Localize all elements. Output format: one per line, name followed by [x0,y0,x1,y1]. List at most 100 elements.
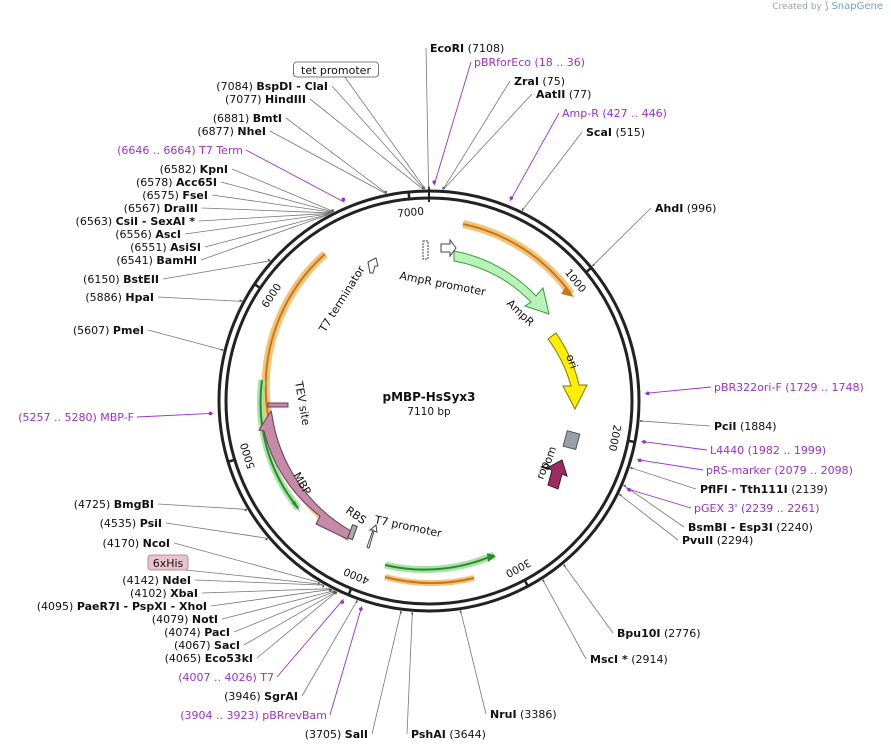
primer-label[interactable]: (4007 .. 4026) T7 [178,671,274,684]
site-label[interactable]: (4079) NotI [152,613,218,626]
site-name: SalI [345,728,368,741]
primer-label[interactable]: pBRforEco (18 .. 36) [474,56,585,69]
leader-line-psii [165,522,268,539]
feature-rbs-box [347,524,358,541]
site-label[interactable]: EcoRI (7108) [430,42,504,55]
primer-label[interactable]: L4440 (1982 .. 1999) [710,444,826,457]
tick-mark-3000 [523,578,530,588]
feature-arc-orange-bottom-core [384,576,475,585]
site-label[interactable]: (6563) CsiI - SexAI * [76,215,196,228]
site-name: HpaI [125,291,154,304]
site-label[interactable]: (6575) FseI [142,189,208,202]
primer-label[interactable]: pRS-marker (2079 .. 2098) [706,464,853,477]
primer-label[interactable]: pBR322ori-F (1729 .. 1748) [714,381,864,394]
site-label[interactable]: (4095) PaeR7I - PspXI - XhoI [37,600,207,613]
primer-leader-line [433,61,472,186]
site-label[interactable]: AhdI (996) [655,202,716,215]
site-name-extra: - Esp3I [727,521,773,534]
site-label[interactable]: (3946) SgrAI [224,690,298,703]
site-label[interactable]: ScaI (515) [586,126,645,139]
site-position: (2139) [788,483,828,496]
leader-line-eco53ki [256,591,337,659]
site-label[interactable]: ZraI (75) [514,75,565,88]
site-label[interactable]: PciI (1884) [714,420,777,433]
site-label[interactable]: (6578) Acc65I [136,176,217,189]
site-position: (515) [612,126,645,139]
site-label[interactable]: (6541) BamHI [116,254,197,267]
site-label[interactable]: NruI (3386) [490,708,557,721]
site-name: SacI [214,639,240,652]
feature-ori-arrow [547,332,588,411]
site-label[interactable]: (3705) SalI [305,728,368,741]
primer-label[interactable]: (5257 .. 5280) MBP-F [18,411,134,424]
site-name: SgrAI [264,690,298,703]
tick-mark-5000 [226,458,237,464]
site-label[interactable]: Bpu10I (2776) [617,627,701,640]
primer-mark [208,411,213,416]
site-name: AhdI [655,202,683,215]
leader-line-nhei [269,130,386,194]
site-position: (4095) [37,600,77,613]
site-label[interactable]: (6556) AscI [115,228,181,241]
tick-mark-1000 [584,266,593,274]
leader-line-bsteii [162,260,271,280]
boxed-label-frame[interactable] [147,554,189,571]
site-name: AscI [155,228,181,241]
site-name: PmeI [113,324,144,337]
tick-label-3000: 3000 [503,556,532,579]
leader-line-hpai [157,296,242,302]
site-label[interactable]: (5886) HpaI [85,291,154,304]
site-position: (2294) [713,534,753,547]
site-name: PflFI [700,483,728,496]
primer-leader-line [626,488,692,509]
site-label[interactable]: (7084) BspDI - ClaI [216,80,328,93]
primer-label[interactable]: pGEX 3' (2239 .. 2261) [694,502,820,515]
site-position: (5607) [73,324,113,337]
site-label[interactable]: (4067) SacI [174,639,240,652]
site-label[interactable]: MscI * (2914) [590,653,668,666]
primer-label[interactable]: (3904 .. 3923) pBRrevBam [180,709,327,722]
site-label[interactable]: (4535) PsiI [100,517,162,530]
site-name: MscI [590,653,618,666]
site-label[interactable]: BsmBI - Esp3I (2240) [688,521,813,534]
label-tev-site: TEV site [292,379,313,426]
site-label[interactable]: (6877) NheI [197,125,266,138]
label-ampr-promoter: AmpR promoter [398,269,487,299]
site-label[interactable]: (6881) BmtI [213,112,282,125]
boxed-label-frame[interactable] [293,61,379,78]
primer-label[interactable]: Amp-R (427 .. 446) [562,107,667,120]
feature-bom-box [562,430,581,451]
site-label[interactable]: (4102) XbaI [130,587,198,600]
site-name: NcoI [143,537,170,550]
site-label[interactable]: AatII (77) [536,88,591,101]
site-tick [331,209,335,212]
leader-line-draiii [201,207,332,214]
leader-line-kpni [231,168,334,213]
site-label[interactable]: PshAI (3644) [411,728,486,741]
snapgene-watermark: Created by ⟆ SnapGene [772,1,883,12]
site-label[interactable]: (4074) PacI [164,626,230,639]
site-label[interactable]: PvuII (2294) [682,534,753,547]
leader-line-zrai [442,80,511,190]
primer-leader-line [276,599,344,678]
site-label[interactable]: (4170) NcoI [103,537,170,550]
site-label[interactable]: (6150) BstEII [83,273,159,286]
leader-line-pshai [406,612,413,735]
site-name-extra: - PspXI [120,600,167,613]
primer-label[interactable]: (6646 .. 6664) T7 Term [117,144,243,157]
site-position: (4079) [152,613,192,626]
site-label[interactable]: (6567) DraIII [124,202,198,215]
site-label[interactable]: (7077) HindIII [225,93,306,106]
site-label[interactable]: (6582) KpnI [160,163,228,176]
boxed-leader-line [175,568,323,585]
site-label[interactable]: PflFI - Tth111I (2139) [700,483,828,496]
site-label[interactable]: (5607) PmeI [73,324,144,337]
leader-line-noti [221,590,335,620]
site-label[interactable]: (4142) NdeI [122,574,191,587]
site-tick [239,299,243,303]
site-position: (3705) [305,728,345,741]
site-label[interactable]: (6551) AsiSI [130,241,201,254]
feature-mbp-arrow [258,409,352,540]
site-label[interactable]: (4065) Eco53kI [165,652,253,665]
site-label[interactable]: (4725) BmgBI [74,498,154,511]
